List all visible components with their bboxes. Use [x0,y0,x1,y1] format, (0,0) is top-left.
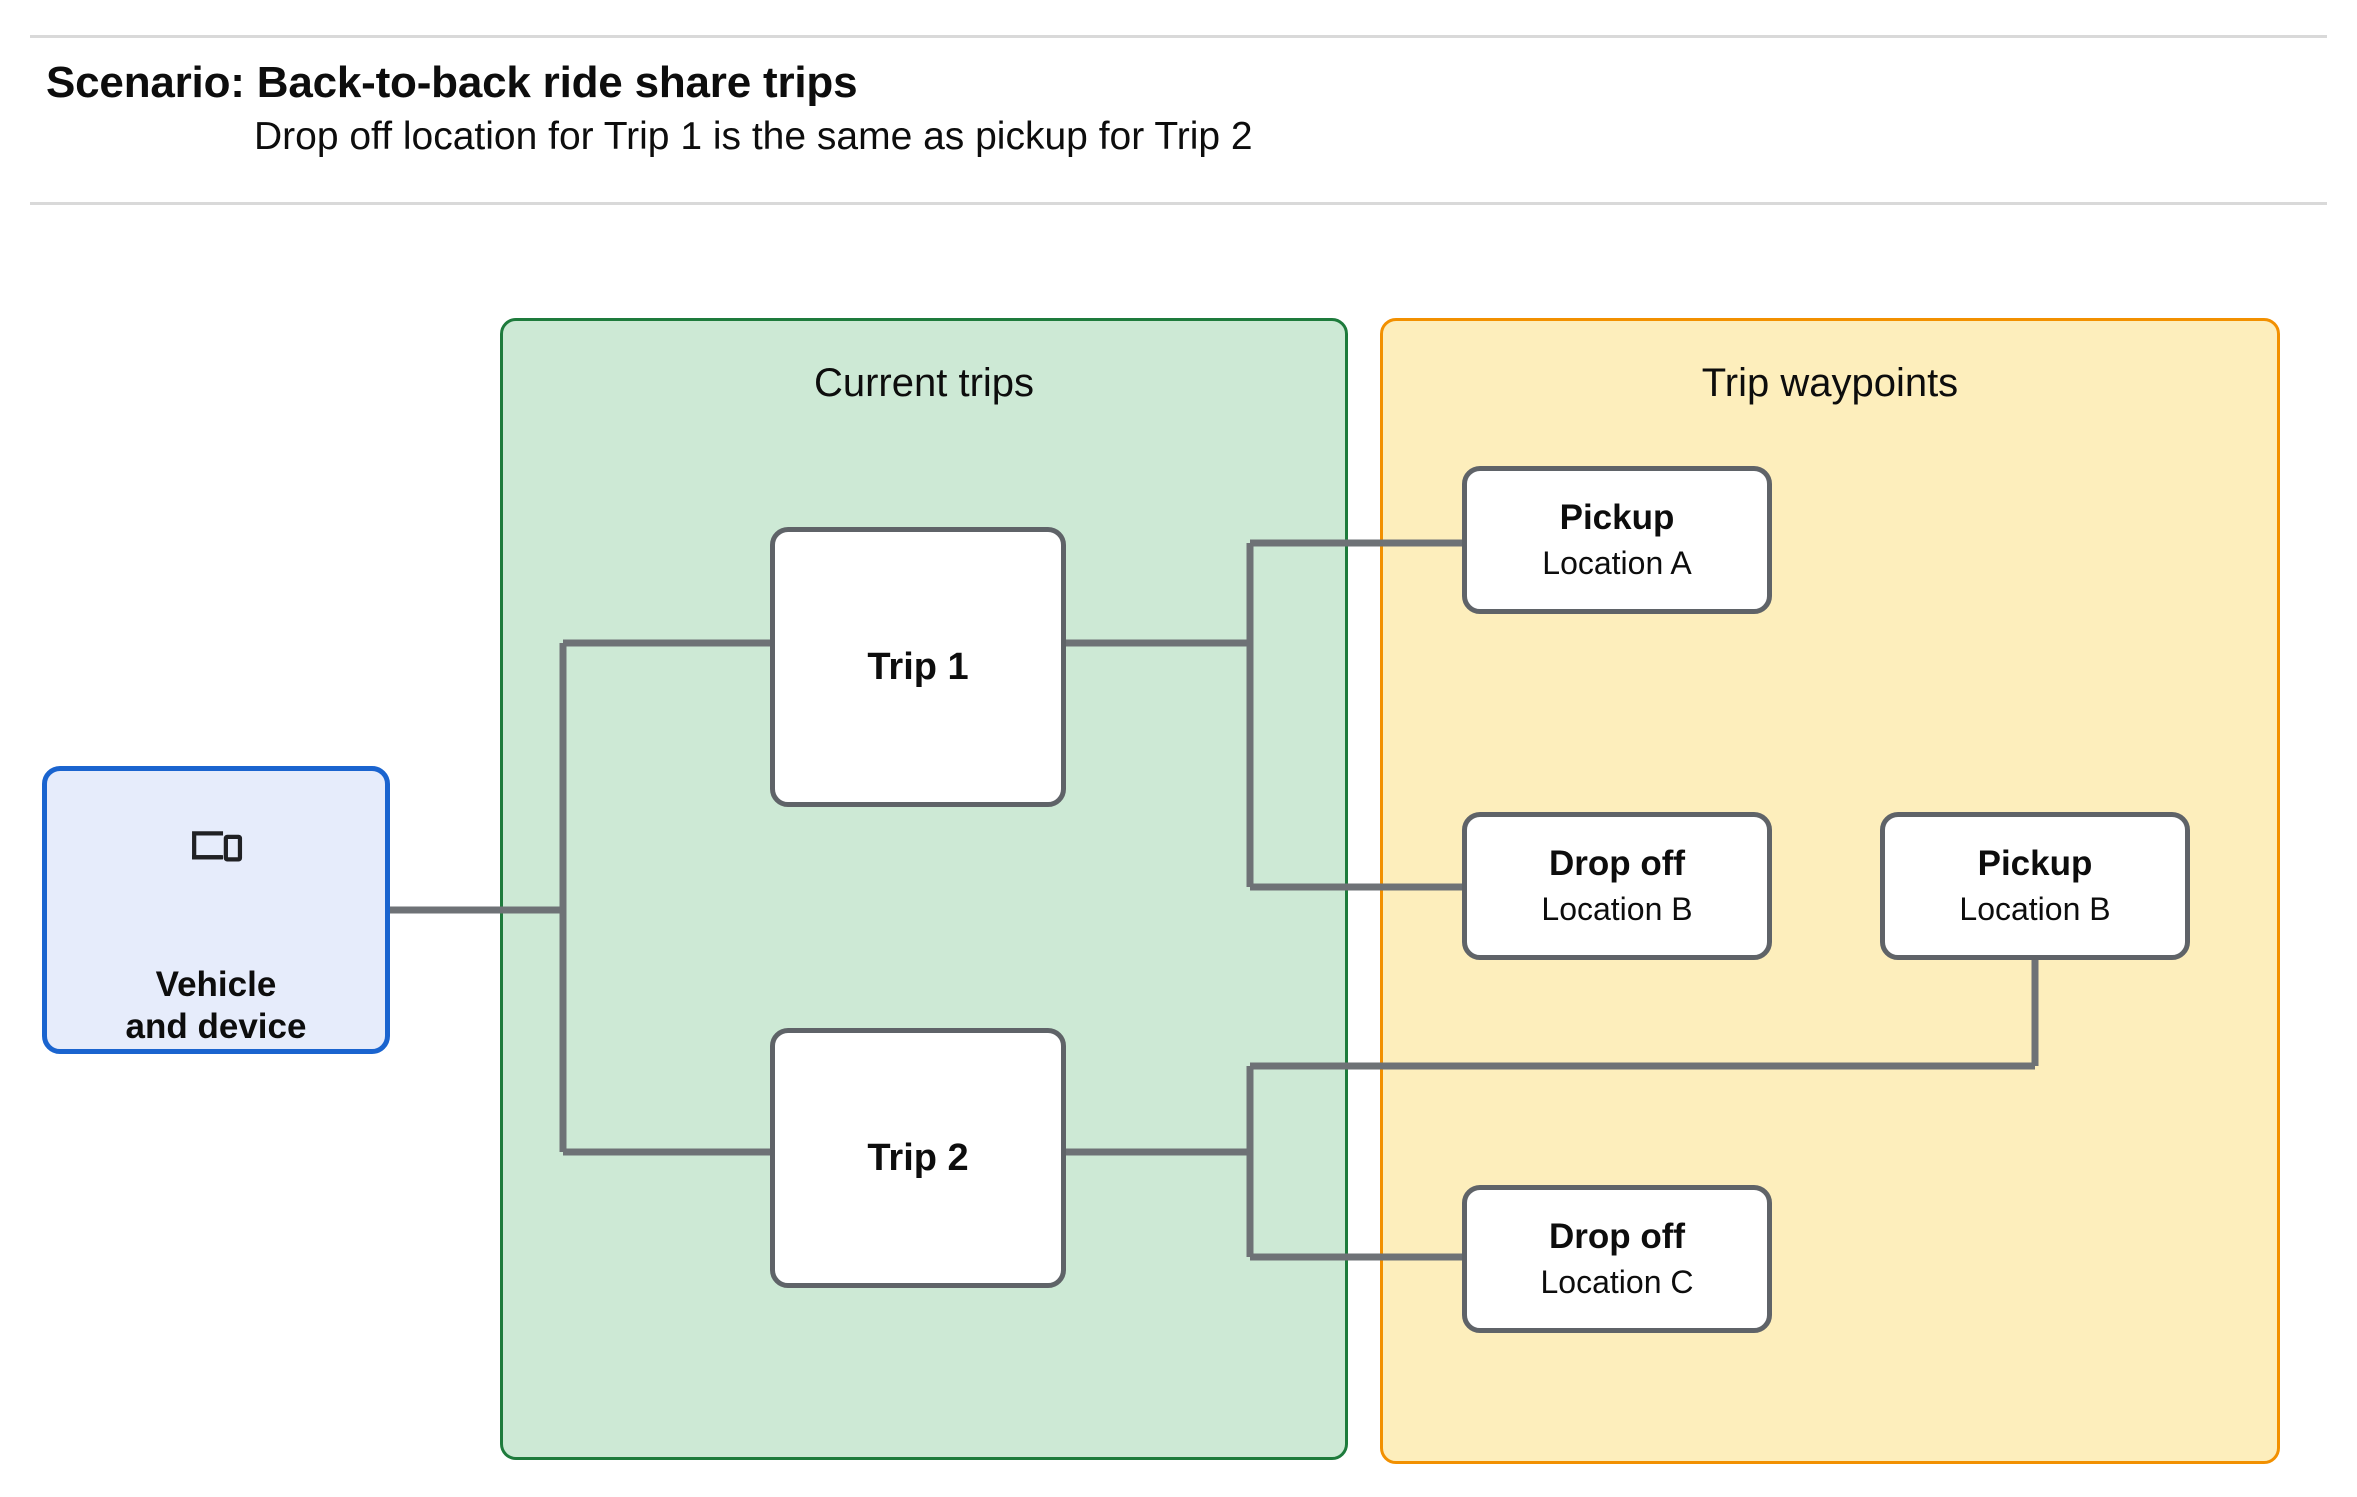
node-trip-1[interactable]: Trip 1 [770,527,1066,807]
node-trip-2-label: Trip 2 [867,1136,969,1179]
node-waypoint-pickup-a[interactable]: Pickup Location A [1462,466,1772,614]
node-waypoint-dropoff-c-type: Drop off [1548,1217,1686,1257]
page-title: Scenario: Back-to-back ride share trips [46,58,858,107]
node-waypoint-dropoff-b-type: Drop off [1548,844,1686,884]
group-current-trips-title: Current trips [813,361,1035,405]
page-subtitle: Drop off location for Trip 1 is the same… [254,115,1253,159]
group-current-trips: Current trips [500,318,1348,1460]
header-divider-bottom [30,202,2327,205]
node-waypoint-dropoff-b[interactable]: Drop off Location B [1462,812,1772,960]
node-waypoint-dropoff-c[interactable]: Drop off Location C [1462,1185,1772,1333]
node-waypoint-dropoff-c-location: Location C [1540,1264,1694,1301]
node-waypoint-pickup-b-type: Pickup [1977,844,2093,884]
node-waypoint-pickup-b[interactable]: Pickup Location B [1880,812,2190,960]
node-waypoint-dropoff-b-location: Location B [1541,891,1693,928]
node-trip-1-label: Trip 1 [867,645,969,688]
devices-icon [192,831,243,862]
node-waypoint-pickup-a-type: Pickup [1559,498,1675,538]
node-waypoint-pickup-a-location: Location A [1542,545,1692,582]
node-trip-2[interactable]: Trip 2 [770,1028,1066,1288]
node-vehicle-label: Vehicle and device [125,964,307,1047]
group-trip-waypoints-title: Trip waypoints [1701,361,1959,405]
header: Scenario: Back-to-back ride share trips … [46,58,2046,160]
header-divider-top [30,35,2327,38]
node-vehicle-and-device[interactable]: Vehicle and device [42,766,390,1054]
node-waypoint-pickup-b-location: Location B [1959,891,2111,928]
